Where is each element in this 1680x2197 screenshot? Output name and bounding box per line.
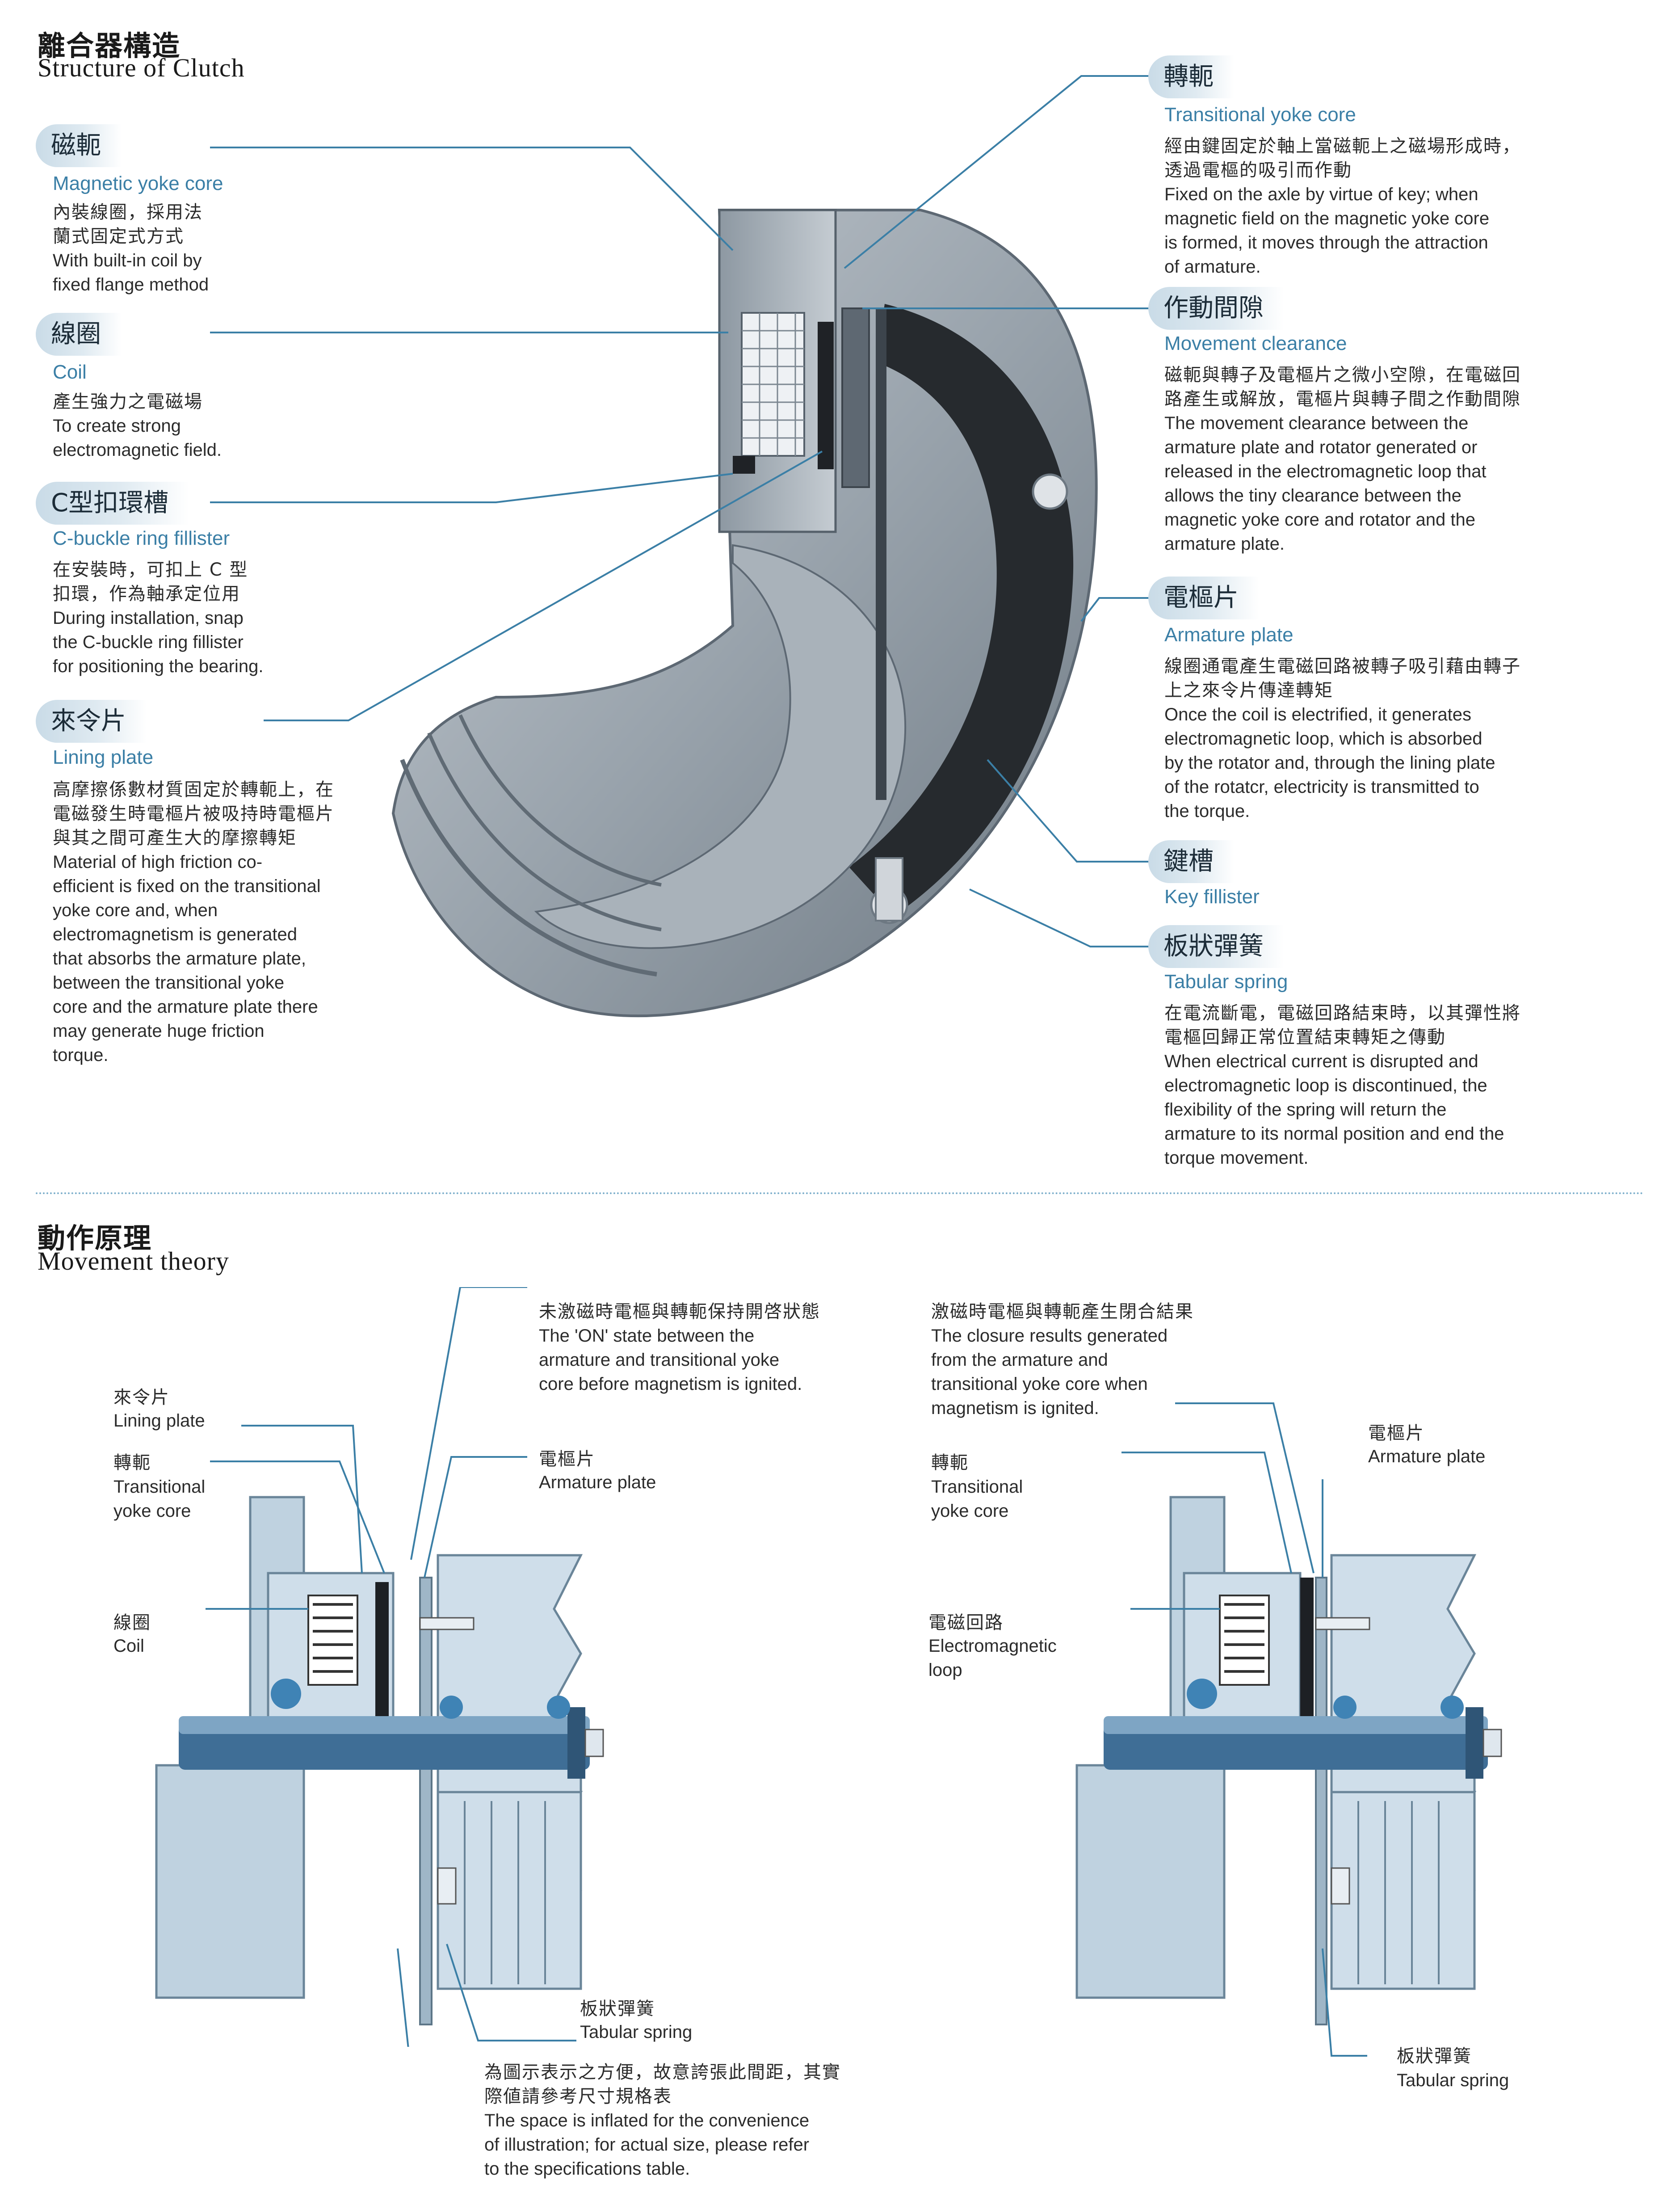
part-desc-zh-coil: 產生強力之電磁場 xyxy=(53,391,203,412)
part-desc-zh-spring: 在電流斷電，電磁回路結束時，以其彈性將 電樞回歸正常位置結束轉矩之傳動 xyxy=(1164,1003,1521,1048)
left-yoke-en: Transitional yoke core xyxy=(113,1477,206,1521)
part-desc-en-clearance: The movement clearance between the armat… xyxy=(1164,413,1487,554)
left-lining-en: Lining plate xyxy=(113,1411,205,1431)
part-desc-zh-cbuckle: 在安裝時，可扣上 C 型 扣環，作為軸承定位用 xyxy=(53,560,248,604)
part-title-yoke: 磁軛 xyxy=(36,124,122,167)
part-en-yoke: Magnetic yoke core xyxy=(53,173,223,194)
part-desc-zh-clearance: 磁軛與轉子及電樞片之微小空隙，在電磁回 路產生或解放，電樞片與轉子間之作動間隙 xyxy=(1164,365,1521,409)
part-desc-en-armature: Once the coil is electrified, it generat… xyxy=(1164,705,1495,821)
part-desc-zh-lining: 高摩擦係數材質固定於轉軛上，在 電磁發生時電樞片被吸持時電樞片 與其之間可產生大… xyxy=(53,779,334,848)
part-desc-en-yoke: With built-in coil by fixed flange metho… xyxy=(53,251,209,295)
part-title-key: 鍵槽 xyxy=(1148,840,1234,883)
clutch-cutaway-illustration xyxy=(210,75,1162,1018)
right-loop-zh: 電磁回路 xyxy=(928,1612,1004,1633)
part-en-spring: Tabular spring xyxy=(1164,971,1288,993)
right-yoke-zh: 轉軛 xyxy=(931,1452,969,1473)
part-en-coil: Coil xyxy=(53,361,87,383)
right-loop-en: Electromagnetic loop xyxy=(928,1636,1057,1680)
part-desc-en-spring: When electrical current is disrupted and… xyxy=(1164,1052,1504,1168)
right-note-zh: 激磁時電樞與轉軛產生閉合結果 xyxy=(931,1301,1194,1322)
diagram-open-state xyxy=(155,1287,604,2047)
part-title-transitional: 轉軛 xyxy=(1148,55,1234,98)
part-desc-en-coil: To create strong electromagnetic field. xyxy=(53,416,222,460)
left-note-en: The 'ON' state between the armature and … xyxy=(539,1326,802,1394)
section-divider xyxy=(36,1192,1644,1194)
right-armature-zh: 電樞片 xyxy=(1368,1423,1424,1444)
part-en-cbuckle: C-buckle ring fillister xyxy=(53,527,230,549)
part-title-lining: 來令片 xyxy=(36,700,147,743)
part-title-coil: 線圈 xyxy=(36,313,122,356)
part-title-clearance: 作動間隙 xyxy=(1148,287,1284,330)
part-desc-en-transitional: Fixed on the axle by virtue of key; when… xyxy=(1164,185,1490,277)
diagram-closed-state xyxy=(1075,1402,1502,2057)
part-en-transitional: Transitional yoke core xyxy=(1164,104,1356,126)
part-en-armature: Armature plate xyxy=(1164,624,1294,646)
left-yoke-zh: 轉軛 xyxy=(113,1452,151,1473)
part-desc-zh-armature: 線圈通電產生電磁回路被轉子吸引藉由轉子 上之來令片傳達轉矩 xyxy=(1164,656,1521,701)
part-desc-en-lining: Material of high friction co- efficient … xyxy=(53,852,321,1065)
right-yoke-en: Transitional yoke core xyxy=(931,1477,1023,1521)
left-coil-en: Coil xyxy=(113,1636,144,1656)
part-title-armature: 電樞片 xyxy=(1148,577,1259,619)
part-title-spring: 板狀彈簧 xyxy=(1148,925,1284,968)
right-armature-en: Armature plate xyxy=(1368,1447,1486,1466)
left-armature-en: Armature plate xyxy=(539,1473,656,1492)
part-desc-en-cbuckle: During installation, snap the C-buckle r… xyxy=(53,608,264,676)
part-title-cbuckle: C型扣環槽 xyxy=(36,482,189,525)
right-note-en: The closure results generated from the a… xyxy=(931,1326,1168,1418)
left-gap-note-en: The space is inflated for the convenienc… xyxy=(484,2111,810,2179)
movement-title-en: Movement theory xyxy=(38,1246,229,1275)
structure-title-en: Structure of Clutch xyxy=(38,53,245,82)
right-spring-zh: 板狀彈簧 xyxy=(1397,2046,1472,2067)
left-lining-zh: 來令片 xyxy=(113,1387,170,1408)
left-spring-en: Tabular spring xyxy=(580,2022,693,2042)
movement-title-zh: 動作原理 xyxy=(38,1222,152,1254)
left-armature-zh: 電樞片 xyxy=(539,1449,595,1469)
part-desc-zh-transitional: 經由鍵固定於軸上當磁軛上之磁場形成時， 透過電樞的吸引而作動 xyxy=(1164,136,1521,181)
right-spring-en: Tabular spring xyxy=(1397,2071,1509,2090)
part-desc-zh-yoke: 內裝線圈，採用法 蘭式固定式方式 xyxy=(53,202,203,247)
part-en-key: Key fillister xyxy=(1164,886,1260,908)
part-en-clearance: Movement clearance xyxy=(1164,332,1347,354)
left-note-zh: 未激磁時電樞與轉軛保持開啓狀態 xyxy=(539,1301,820,1322)
left-gap-note-zh: 為圖示表示之方便，故意誇張此間距，其實 際値請參考尺寸規格表 xyxy=(484,2062,841,2107)
part-en-lining: Lining plate xyxy=(53,746,154,768)
structure-title-zh: 離合器構造 xyxy=(38,29,181,62)
left-coil-zh: 線圈 xyxy=(113,1612,151,1633)
left-spring-zh: 板狀彈簧 xyxy=(580,1999,655,2019)
